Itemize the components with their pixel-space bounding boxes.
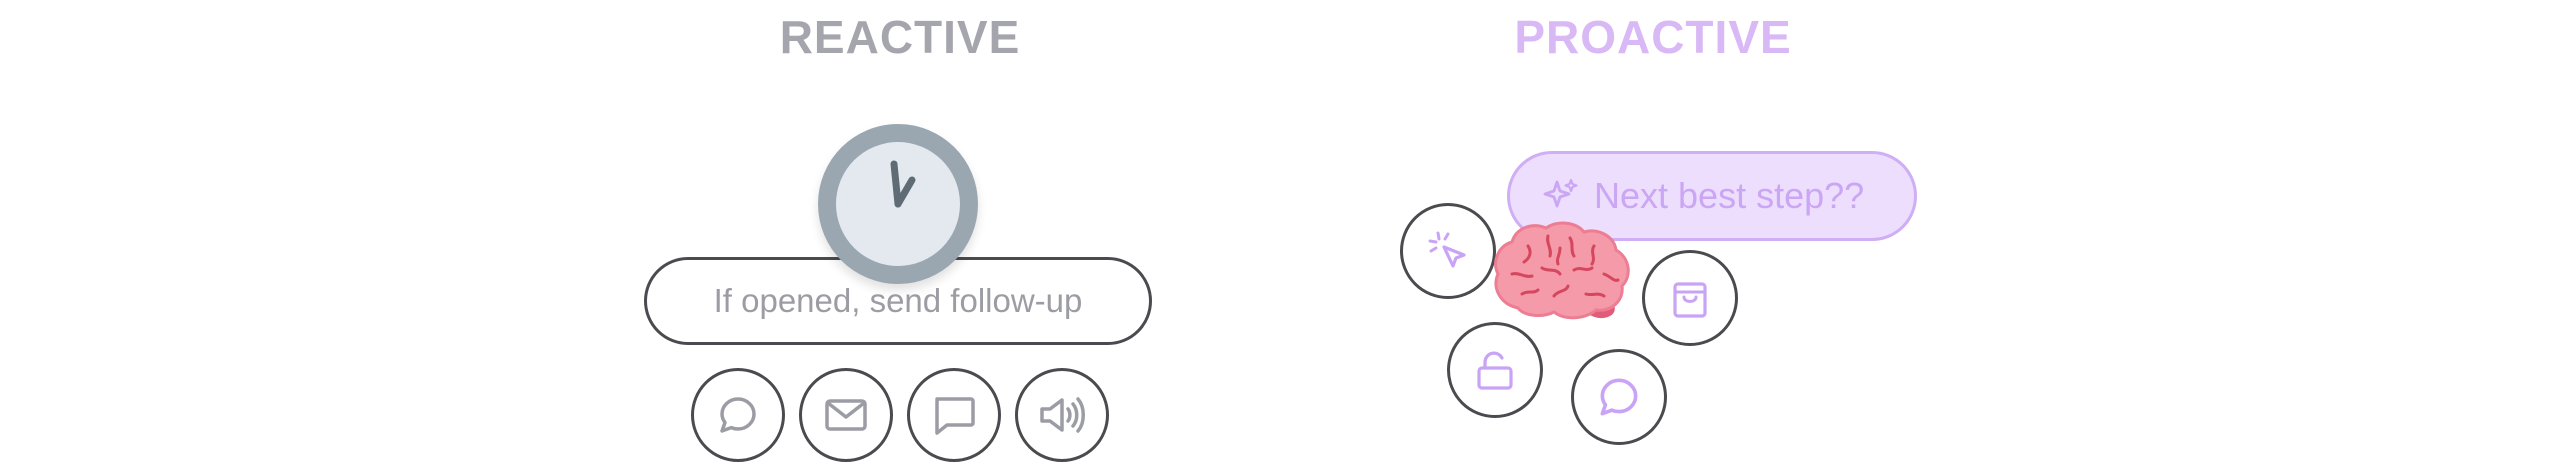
next-step-pill: Next best step?? (1507, 151, 1917, 241)
rule-text: If opened, send follow-up (713, 282, 1083, 319)
unlock-icon (1447, 322, 1543, 418)
mail-icon (799, 368, 893, 462)
chat-bubble-round-icon (1571, 349, 1667, 445)
click-cursor-icon (1400, 203, 1496, 299)
brain-icon (1488, 218, 1638, 336)
sparkle-icon (1540, 176, 1580, 216)
proactive-title: PROACTIVE (1514, 11, 1792, 63)
speaker-icon (1015, 368, 1109, 462)
chat-bubble-square-icon (907, 368, 1001, 462)
reactive-title: REACTIVE (779, 11, 1021, 63)
clock-icon (818, 124, 978, 284)
chat-bubble-round-icon (691, 368, 785, 462)
next-step-text: Next best step?? (1594, 175, 1865, 216)
shopping-bag-icon (1642, 250, 1738, 346)
